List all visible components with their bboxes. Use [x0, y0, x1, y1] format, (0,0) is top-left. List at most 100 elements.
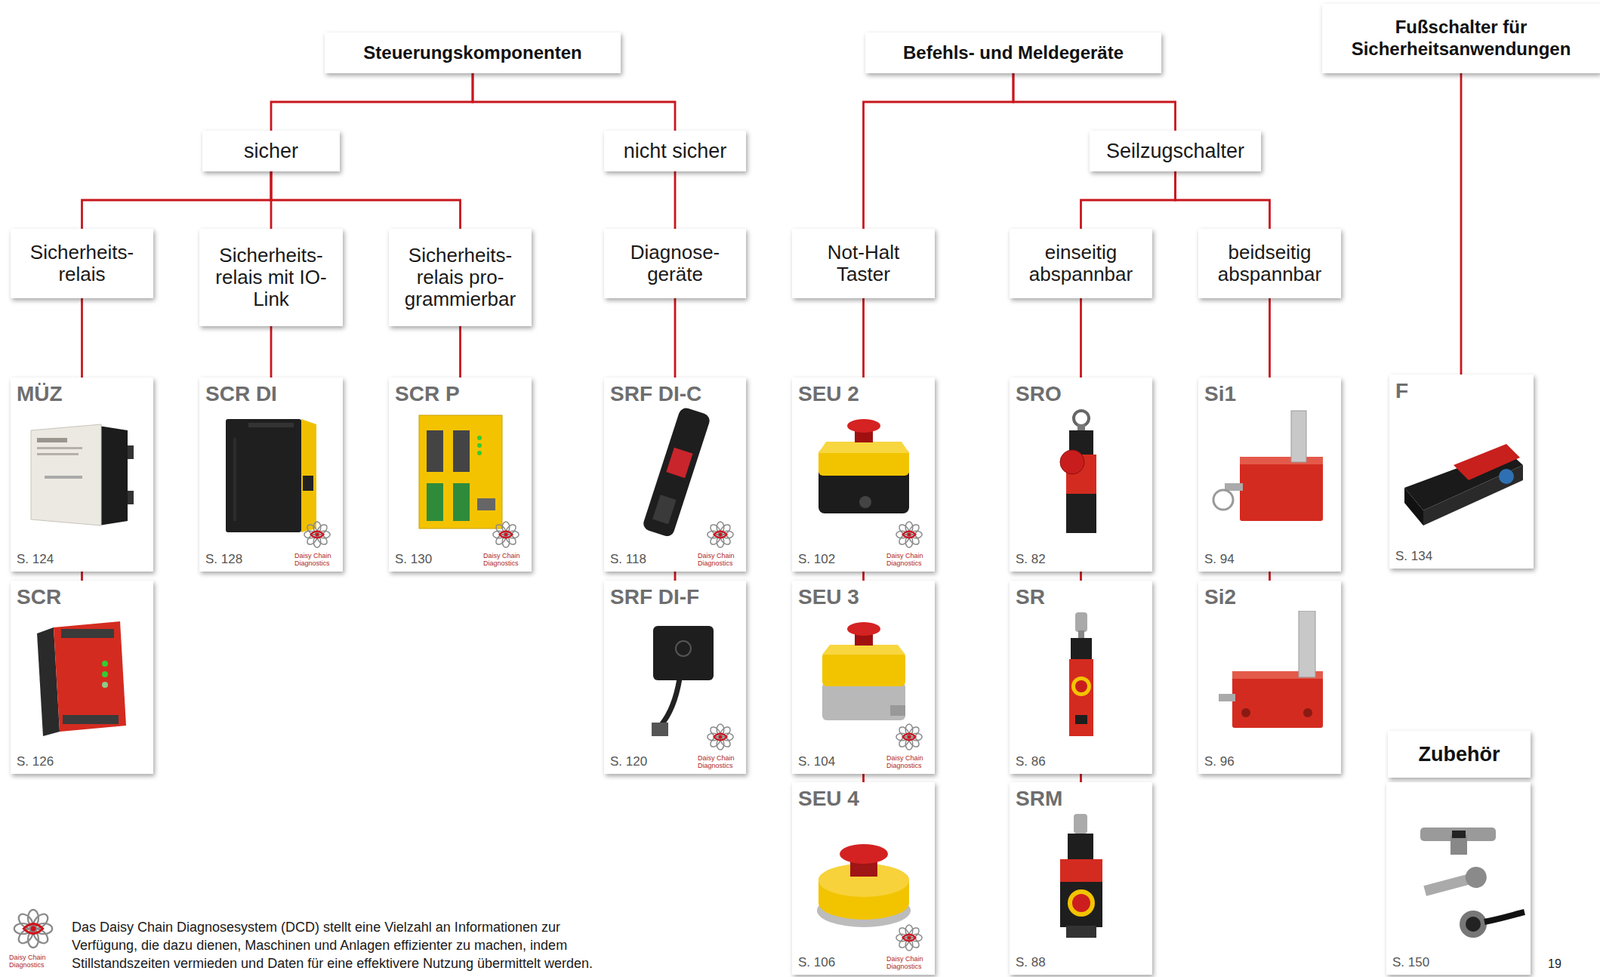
tree-connector	[674, 571, 677, 581]
page-reference: S. 118	[610, 551, 647, 568]
tree-connector	[1079, 773, 1083, 783]
tree-connector	[1081, 171, 1176, 229]
category-title: Befehls- und Meldegeräte	[903, 42, 1124, 65]
page-number: 19	[1547, 957, 1562, 972]
product-card: SRF DI-F S. 120 Daisy Chain Diagnostics	[604, 580, 747, 774]
tree-connector	[862, 298, 865, 378]
seu3-illustration	[822, 622, 906, 721]
dcd-logo	[703, 722, 737, 752]
page-reference: S. 120	[610, 754, 648, 770]
branch-title: Seilzugschalter	[1106, 138, 1245, 164]
zub-illustration	[1420, 827, 1525, 938]
tree-connector	[674, 171, 677, 229]
page-reference: S. 94	[1204, 551, 1235, 568]
accessory-title: Zubehör	[1418, 742, 1501, 767]
branch-box: Seilzugschalter	[1089, 130, 1261, 172]
si1-illustration	[1213, 410, 1323, 522]
dcd-logo	[896, 924, 922, 951]
product-card: SRM S. 88	[1009, 782, 1153, 975]
product-card: SRF DI-CS. 118Daisy Chain Diagnostics	[604, 377, 747, 572]
dcd-logo	[14, 909, 53, 948]
tree-connector	[82, 171, 272, 229]
page-reference: S. 106	[798, 955, 836, 971]
subcategory-title: beidseitig abspannbar	[1209, 241, 1331, 286]
tree-connector	[1268, 298, 1271, 378]
page-reference: S. 104	[798, 754, 836, 770]
subcategory-title: einseitig abspannbar	[1020, 241, 1142, 286]
si2-illustration	[1202, 610, 1338, 740]
dcd-logo	[892, 923, 926, 953]
product-card: SEU 4S. 106Daisy Chain Diagnostics	[792, 782, 935, 975]
category-box: Fußschalter für Sicherheitsanwendungen	[1322, 3, 1600, 74]
product-card: SEU 2S. 102Daisy Chain Diagnostics	[792, 377, 935, 572]
scrp-illustration	[392, 407, 529, 537]
tree-connector	[863, 73, 1015, 229]
logo-wordmark: Daisy Chain Diagnostics	[697, 755, 743, 771]
srm-illustration	[1013, 812, 1150, 941]
seu2-illustration	[795, 407, 932, 537]
logo-wordmark: Daisy Chain Diagnostics	[483, 552, 529, 568]
srfc-illustration	[641, 407, 712, 537]
page-reference: S. 130	[394, 551, 432, 568]
dcd-logo	[892, 722, 926, 752]
dcd-logo	[707, 521, 734, 548]
dcd-logo	[489, 520, 523, 549]
subcategory-box: einseitig abspannbar	[1009, 228, 1153, 299]
dcd-logo	[493, 521, 519, 548]
product-card: MÜZ S. 124	[10, 377, 154, 572]
sr-illustration	[1069, 612, 1094, 737]
dcd-logo	[304, 521, 330, 548]
branch-box: sicher	[202, 130, 340, 172]
product-name: SRF DI-C	[610, 382, 702, 407]
seu3-illustration	[795, 610, 932, 740]
product-name: MÜZ	[16, 382, 63, 407]
srff-illustration	[607, 610, 744, 740]
tree-connector	[862, 571, 865, 581]
category-box: Steuerungskomponenten	[324, 32, 621, 74]
page-reference: S. 128	[205, 551, 243, 568]
dcd-logo	[896, 521, 922, 548]
category-title: Steuerungskomponenten	[363, 42, 582, 65]
sr-illustration	[1013, 610, 1150, 740]
page-reference: S. 88	[1015, 955, 1046, 971]
tree-connector	[80, 298, 84, 378]
dcd-logo	[896, 724, 922, 750]
branch-title: sicher	[243, 138, 299, 164]
tree-connector	[271, 171, 461, 229]
subcategory-title: Sicherheits- relais pro- grammierbar	[400, 244, 522, 311]
scrdi-illustration	[203, 407, 340, 537]
note-text: Das Daisy Chain Diagnosesystem (DCD) ste…	[71, 918, 616, 973]
si2-illustration	[1218, 610, 1323, 728]
subcategory-box: Sicherheits- relais	[10, 228, 154, 299]
dcd-logo	[707, 724, 734, 750]
product-card: FS. 134	[1389, 374, 1534, 569]
product-name: SCR P	[394, 382, 460, 407]
category-box: Befehls- und Meldegeräte	[865, 32, 1162, 74]
page-reference: S. 124	[16, 551, 54, 568]
dcd-logo	[703, 520, 737, 549]
product-name: SRF DI-F	[610, 585, 700, 610]
scr-illustration	[14, 610, 151, 740]
muz-illustration	[30, 424, 134, 526]
srm-illustration	[1060, 813, 1103, 938]
product-name: SRM	[1015, 786, 1063, 811]
product-name: F	[1395, 379, 1409, 404]
logo-wordmark: Daisy Chain Diagnostics	[294, 552, 340, 568]
tree-connector	[674, 298, 677, 378]
subcategory-title: Not-Halt Taster	[803, 241, 925, 286]
product-name: SRO	[1015, 382, 1062, 407]
dcd-logo	[892, 520, 926, 549]
tree-connector	[1013, 73, 1176, 131]
category-title: Fußschalter für Sicherheitsanwendungen	[1332, 16, 1590, 61]
product-card: SCR DIS. 128Daisy Chain Diagnostics	[199, 377, 343, 572]
tree-connector	[271, 73, 473, 131]
tree-connector	[1079, 571, 1083, 581]
branch-title: nicht sicher	[623, 138, 728, 164]
product-name: SR	[1015, 585, 1046, 610]
product-name: Si1	[1204, 382, 1237, 407]
page-reference: S. 82	[1015, 551, 1046, 568]
zub-illustration	[1390, 812, 1527, 941]
seu4-illustration	[816, 844, 911, 928]
sro-illustration	[1013, 407, 1150, 537]
f-illustration	[1404, 443, 1523, 526]
